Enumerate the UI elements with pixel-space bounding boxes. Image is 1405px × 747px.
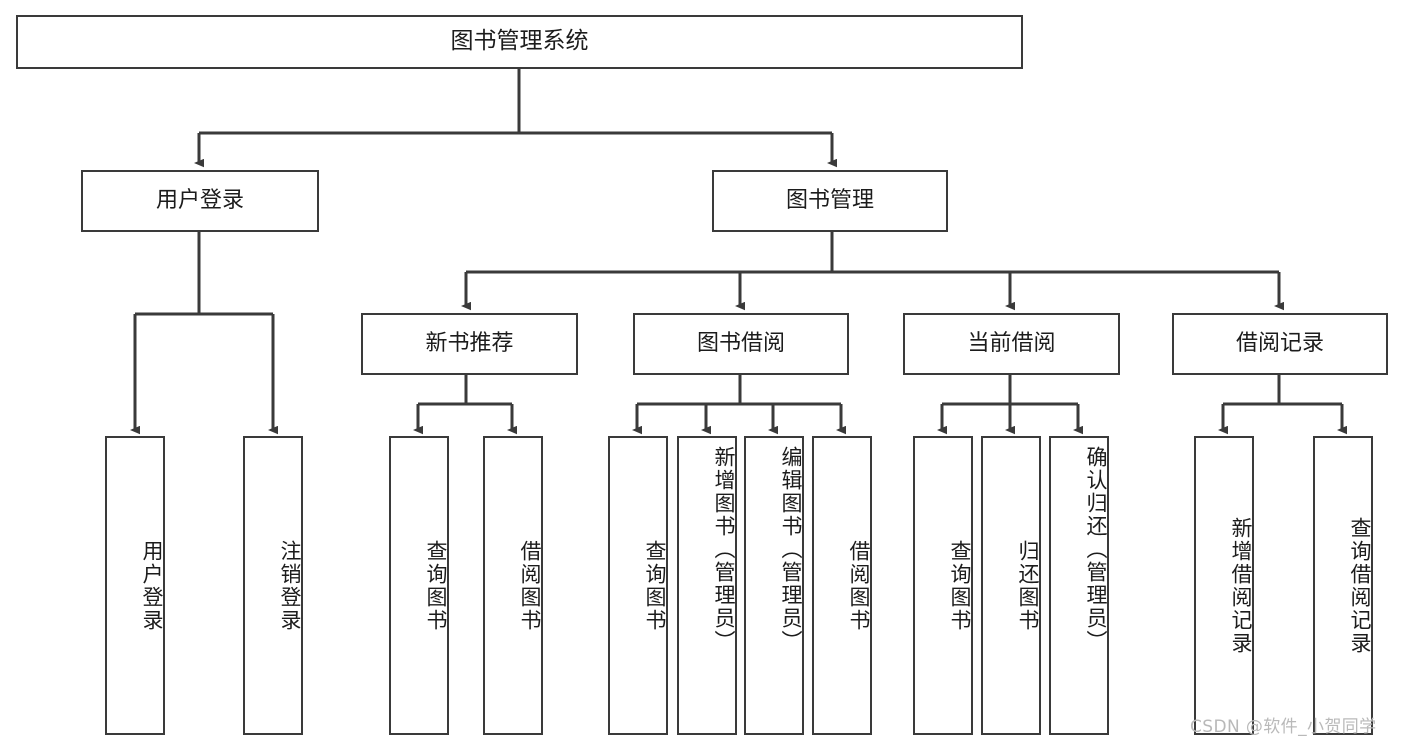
node-leaf-edit-book[interactable]: 编辑图书（管理员） xyxy=(744,436,804,735)
node-book-borrow[interactable]: 图书借阅 xyxy=(633,313,849,375)
node-book-borrow-label: 图书借阅 xyxy=(696,330,785,356)
node-leaf-return-book-label: 归还图书 xyxy=(1016,539,1040,632)
node-leaf-add-record-label: 新增借阅记录 xyxy=(1229,516,1253,655)
node-leaf-borrow-book-1[interactable]: 借阅图书 xyxy=(483,436,543,735)
node-borrow-record-label: 借阅记录 xyxy=(1235,330,1324,356)
node-current-borrow[interactable]: 当前借阅 xyxy=(903,313,1120,375)
node-leaf-query-book-2-label: 查询图书 xyxy=(643,539,667,632)
node-leaf-query-book-3[interactable]: 查询图书 xyxy=(913,436,973,735)
node-leaf-edit-book-label: 编辑图书（管理员） xyxy=(779,446,803,653)
node-leaf-query-record[interactable]: 查询借阅记录 xyxy=(1313,436,1373,735)
node-leaf-query-book-1[interactable]: 查询图书 xyxy=(389,436,449,735)
node-leaf-confirm-return-label: 确认归还（管理员） xyxy=(1084,446,1108,653)
node-root-book-management-system[interactable]: 图书管理系统 xyxy=(16,15,1023,69)
node-leaf-add-book-label: 新增图书（管理员） xyxy=(712,446,736,653)
node-root-label: 图书管理系统 xyxy=(450,28,589,55)
node-leaf-query-book-3-label: 查询图书 xyxy=(948,539,972,632)
node-leaf-return-book[interactable]: 归还图书 xyxy=(981,436,1041,735)
node-leaf-add-book[interactable]: 新增图书（管理员） xyxy=(677,436,737,735)
node-leaf-query-book-1-label: 查询图书 xyxy=(424,539,448,632)
node-leaf-query-book-2[interactable]: 查询图书 xyxy=(608,436,668,735)
node-user-login-label: 用户登录 xyxy=(155,187,244,213)
node-leaf-confirm-return[interactable]: 确认归还（管理员） xyxy=(1049,436,1109,735)
node-leaf-borrow-book-1-label: 借阅图书 xyxy=(518,539,542,632)
node-leaf-user-logout-label: 注销登录 xyxy=(278,539,302,632)
node-leaf-borrow-book-2[interactable]: 借阅图书 xyxy=(812,436,872,735)
node-new-book-recommend-label: 新书推荐 xyxy=(425,330,514,356)
node-leaf-user-login[interactable]: 用户登录 xyxy=(105,436,165,735)
node-leaf-add-record[interactable]: 新增借阅记录 xyxy=(1194,436,1254,735)
node-new-book-recommend[interactable]: 新书推荐 xyxy=(361,313,578,375)
node-book-management[interactable]: 图书管理 xyxy=(712,170,948,232)
node-leaf-user-logout[interactable]: 注销登录 xyxy=(243,436,303,735)
node-user-login[interactable]: 用户登录 xyxy=(81,170,319,232)
csdn-watermark: CSDN @软件_小贺同学 xyxy=(1190,717,1377,737)
node-book-management-label: 图书管理 xyxy=(785,187,874,213)
node-leaf-user-login-label: 用户登录 xyxy=(140,539,164,632)
node-leaf-borrow-book-2-label: 借阅图书 xyxy=(847,539,871,632)
node-current-borrow-label: 当前借阅 xyxy=(967,330,1056,356)
node-borrow-record[interactable]: 借阅记录 xyxy=(1172,313,1388,375)
node-leaf-query-record-label: 查询借阅记录 xyxy=(1348,516,1372,655)
